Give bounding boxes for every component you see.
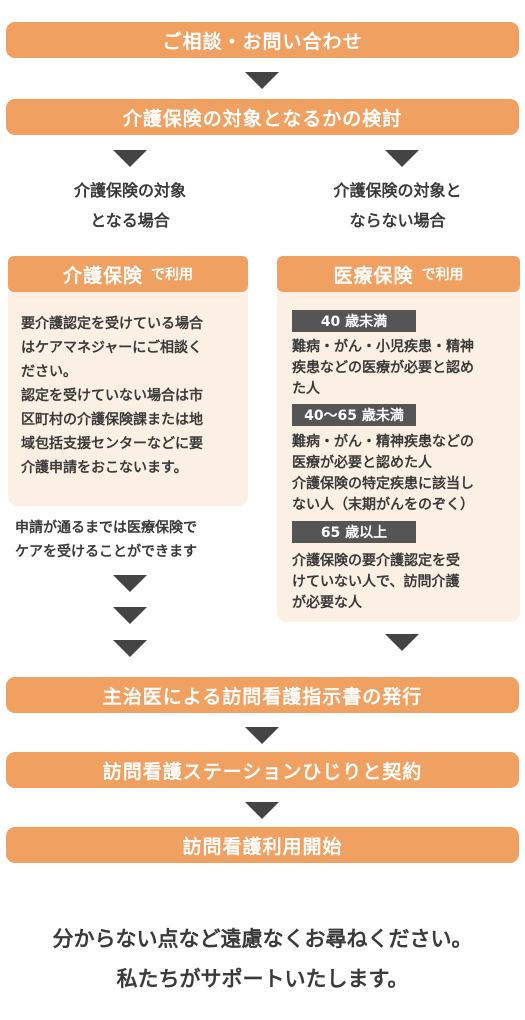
condition-line: が必要な人 [292, 595, 362, 611]
arrow-down-icon [113, 607, 147, 624]
outcome-not-eligible: 介護保険の対象と ならない場合 [275, 176, 520, 236]
care-insurance-body-line: 介護申請をおこないます。 [21, 460, 188, 476]
condition-line: た人 [292, 381, 320, 397]
arrow-down-icon [245, 727, 279, 744]
condition-line: 介護保険の要介護認定を受 [292, 553, 460, 569]
care-insurance-suffix: で利用 [151, 267, 193, 283]
condition-65-plus: 介護保険の要介護認定を受 けていない人で、訪問介護 が必要な人 [292, 551, 517, 614]
closing-line1: 分からない点など遠慮なくお尋ねください。 [52, 927, 473, 951]
care-insurance-panel: 要介護認定を受けている場合 はケアマネジャーにご相談く ださい。 認定を受けてい… [8, 292, 248, 506]
medical-insurance-title: 医療保険 [333, 264, 414, 287]
outcome-not-eligible-line1: 介護保険の対象と [333, 181, 462, 200]
step-review: 介護保険の対象となるかの検討 [6, 99, 519, 135]
medical-insurance-suffix: で利用 [421, 267, 464, 283]
condition-under-40: 難病・がん・小児疾患・精神 疾患などの医療が必要と認め た人 [292, 337, 517, 400]
outcome-not-eligible-line2: ならない場合 [349, 211, 446, 230]
arrow-down-icon [113, 640, 147, 657]
care-insurance-body-line: 認定を受けていない場合は市 [21, 388, 203, 404]
arrow-down-icon [245, 72, 279, 89]
step-contract: 訪問看護ステーションひじりと契約 [6, 752, 519, 788]
care-insurance-note: 申請が通るまでは医療保険で ケアを受けることができます [15, 516, 255, 564]
medical-insurance-header: 医療保険 で利用 [277, 256, 520, 292]
condition-line: 難病・がん・精神疾患などの [292, 434, 474, 450]
care-insurance-body-line: ださい。 [21, 364, 77, 380]
condition-40-65: 難病・がん・精神疾患などの 医療が必要と認めた人 介護保険の特定疾患に該当し な… [292, 432, 517, 516]
care-insurance-note-line2: ケアを受けることができます [15, 544, 197, 560]
outcome-eligible-line2: となる場合 [90, 211, 170, 230]
age-label-under-40: 40 歳未満 [292, 310, 416, 332]
arrow-down-icon [385, 634, 419, 651]
medical-insurance-panel [277, 292, 520, 622]
care-insurance-body-line: 区町村の介護保険課または地 [21, 412, 203, 428]
care-insurance-body-line: 域包括支援センターなどに要 [21, 436, 203, 452]
closing-message: 分からない点など遠慮なくお尋ねください。 私たちがサポートいたします。 [0, 919, 525, 999]
condition-line: 疾患などの医療が必要と認め [292, 360, 474, 376]
outcome-eligible-line1: 介護保険の対象 [73, 181, 186, 200]
condition-line: けていない人で、訪問介護 [292, 574, 460, 590]
condition-line: ない人（末期がんをのぞく） [292, 497, 474, 513]
step-instruction: 主治医による訪問看護指示書の発行 [6, 677, 519, 713]
care-insurance-body-line: 要介護認定を受けている場合 [21, 316, 203, 332]
age-label-65-plus: 65 歳以上 [292, 521, 416, 543]
condition-line: 難病・がん・小児疾患・精神 [292, 339, 474, 355]
arrow-down-icon [113, 150, 147, 167]
arrow-down-icon [385, 150, 419, 167]
care-insurance-body: 要介護認定を受けている場合 はケアマネジャーにご相談く ださい。 認定を受けてい… [8, 292, 248, 480]
care-insurance-body-line: はケアマネジャーにご相談く [21, 340, 203, 356]
step-start: 訪問看護利用開始 [6, 827, 519, 863]
arrow-down-icon [113, 575, 147, 592]
outcome-eligible: 介護保険の対象 となる場合 [10, 176, 250, 236]
age-label-40-65: 40〜65 歳未満 [292, 404, 416, 426]
step-consult: ご相談・お問い合わせ [6, 22, 519, 58]
care-insurance-note-line1: 申請が通るまでは医療保険で [15, 520, 197, 536]
closing-line2: 私たちがサポートいたします。 [116, 967, 409, 991]
arrow-down-icon [245, 802, 279, 819]
condition-line: 介護保険の特定疾患に該当し [292, 476, 474, 492]
care-insurance-header: 介護保険 で利用 [8, 256, 248, 292]
care-insurance-title: 介護保険 [62, 264, 143, 287]
condition-line: 医療が必要と認めた人 [292, 455, 432, 471]
